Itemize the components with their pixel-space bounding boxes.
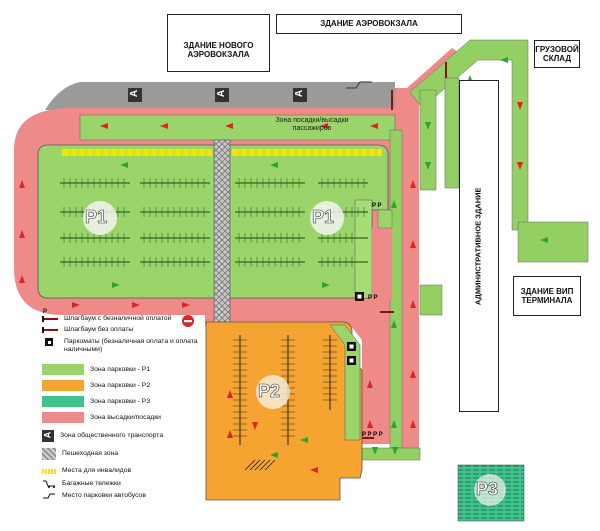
transit-icon: A <box>42 430 54 442</box>
p-letters: P P <box>368 295 378 301</box>
bus-icon <box>42 492 56 500</box>
transit-label-1: A <box>129 89 141 98</box>
pedestrian-zone <box>213 139 231 323</box>
disabled-icon <box>42 469 56 474</box>
bus-parking-icon <box>346 81 372 89</box>
transit-label-2: A <box>216 89 228 98</box>
zone-p1-label-left: P1 <box>85 207 108 228</box>
p-letters-3: P P <box>372 203 382 209</box>
zone-p3-swatch <box>42 396 84 407</box>
trolley-icon <box>42 480 56 488</box>
building-cargo: ГРУЗОВОЙ СКЛАД <box>534 40 580 68</box>
zone-p1-swatch <box>42 364 84 375</box>
zone-p1-label-right: P1 <box>312 207 335 228</box>
zone-p3-label: P3 <box>476 479 499 500</box>
direction-arrows <box>19 57 548 473</box>
zone-p1 <box>37 144 393 300</box>
legend-dropoff: Зона высадки/посадки <box>42 412 161 423</box>
transit-markers <box>128 88 307 102</box>
legend-trolleys: Багажные тележки <box>42 480 121 488</box>
legend-pedestrian: Пешеходная зона <box>42 448 118 460</box>
p-letters-2: P P P P <box>362 432 383 438</box>
barrier-free-icon <box>42 326 58 334</box>
dropoff-zone-label: Зона посадки/высадки пассажиров <box>275 117 349 133</box>
legend-zone-p2: Зона парковки - P2 <box>42 380 150 391</box>
transit-label-3: A <box>294 89 306 98</box>
dropoff-swatch <box>42 412 84 423</box>
legend-barrier-cashless: P Шлагбаум с безналичной оплатой <box>42 309 172 323</box>
map-barriers <box>347 62 447 439</box>
zone-p2-swatch <box>42 380 84 391</box>
zone-badges <box>83 201 506 506</box>
legend-bus: Место парковки автобусов <box>42 492 146 500</box>
building-admin: АДМИНИСТРАТИВНОЕ ЗДАНИЕ <box>459 80 499 412</box>
zone-p2 <box>205 321 363 501</box>
legend-barrier-free: Шлагбаум без оплаты <box>42 326 133 334</box>
legend-pay-machine: Паркоматы (безналичная оплата и оплата н… <box>42 338 214 354</box>
legend-zone-p1: Зона парковки - P1 <box>42 364 150 375</box>
legend-transit: A Зона общественного транспорта <box>42 430 163 442</box>
zone-p2-label: P2 <box>258 381 281 402</box>
building-vip: ЗДАНИЕ ВИП ТЕРМИНАЛА <box>513 276 581 316</box>
pay-machine-icon <box>42 338 58 346</box>
legend-zone-p3: Зона парковки - P3 <box>42 396 150 407</box>
building-terminal: ЗДАНИЕ АЭРОВОКЗАЛА <box>276 14 462 34</box>
building-admin-label: АДМИНИСТРАТИВНОЕ ЗДАНИЕ <box>473 187 483 305</box>
pedestrian-icon <box>42 448 56 460</box>
barrier-cashless-icon: P <box>42 309 58 323</box>
legend-disabled: Места для инвалидов <box>42 466 131 475</box>
building-new-terminal: ЗДАНИЕ НОВОГО АЭРОВОКЗАЛА <box>167 14 270 72</box>
